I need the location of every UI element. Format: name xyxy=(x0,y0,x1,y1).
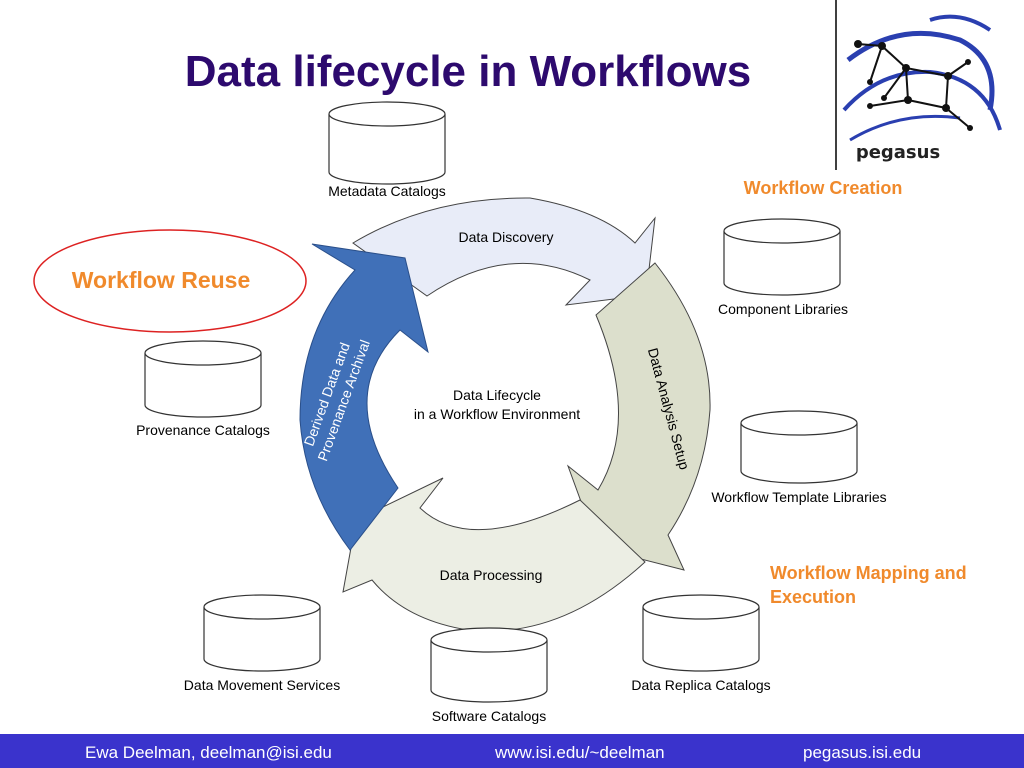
software-catalogs-database-icon xyxy=(430,627,548,703)
provenance-catalogs-label: Provenance Catalogs xyxy=(136,422,270,438)
arrow-data-analysis-setup xyxy=(566,262,711,571)
metadata-catalogs-label: Metadata Catalogs xyxy=(328,183,446,199)
page-title: Data lifecycle in Workflows xyxy=(185,47,751,96)
footer-author: Ewa Deelman, deelman@isi.edu xyxy=(85,743,332,762)
data-movement-services-label: Data Movement Services xyxy=(184,677,340,693)
metadata-catalogs-database-icon xyxy=(328,101,446,185)
workflow-creation-label: Workflow Creation xyxy=(744,178,903,198)
workflow-reuse-label: Workflow Reuse xyxy=(72,267,251,293)
footer-bar: Ewa Deelman, deelman@isi.edu www.isi.edu… xyxy=(0,734,1024,768)
catalog-cylinders xyxy=(144,101,858,703)
pegasus-constellation-logo-icon xyxy=(842,14,1002,142)
footer-project-link[interactable]: pegasus.isi.edu xyxy=(803,743,922,762)
lifecycle-diagram: Data lifecycle in Workflows pegasus xyxy=(33,0,1002,724)
lifecycle-cycle xyxy=(299,197,711,632)
component-libraries-database-icon xyxy=(723,218,841,296)
data-movement-services-database-icon xyxy=(203,594,321,672)
software-catalogs-label: Software Catalogs xyxy=(432,708,546,724)
label-data-processing: Data Processing xyxy=(440,567,543,583)
center-label-line2: in a Workflow Environment xyxy=(414,406,580,422)
workflow-mapping-label-line1: Workflow Mapping and xyxy=(770,563,967,583)
provenance-catalogs-database-icon xyxy=(144,340,262,418)
center-label-line1: Data Lifecycle xyxy=(453,387,541,403)
data-replica-catalogs-label: Data Replica Catalogs xyxy=(631,677,770,693)
arrow-data-processing xyxy=(342,477,646,632)
workflow-template-libraries-label: Workflow Template Libraries xyxy=(711,489,886,505)
component-libraries-label: Component Libraries xyxy=(718,301,848,317)
workflow-template-libraries-database-icon xyxy=(740,410,858,484)
workflow-mapping-label-line2: Execution xyxy=(770,587,856,607)
data-replica-catalogs-database-icon xyxy=(642,594,760,672)
arrow-provenance-archival xyxy=(299,243,429,551)
footer-website-link[interactable]: www.isi.edu/~deelman xyxy=(495,743,665,762)
pegasus-logo-text: pegasus xyxy=(856,142,940,163)
workflow-reuse-highlight xyxy=(33,229,307,333)
arrow-data-discovery xyxy=(352,197,656,306)
label-data-discovery: Data Discovery xyxy=(459,229,554,245)
